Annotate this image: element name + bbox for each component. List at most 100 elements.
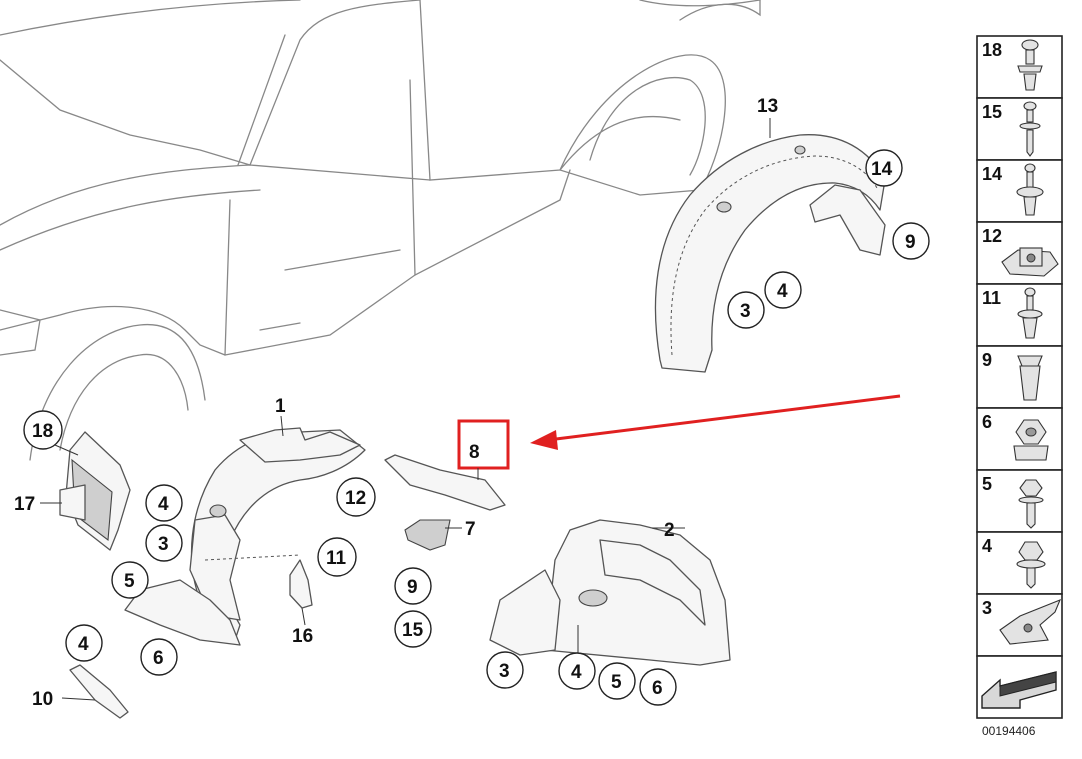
callout-12: 12 xyxy=(336,477,376,517)
legend-row: 15 xyxy=(976,97,1063,161)
legend-number: 6 xyxy=(982,412,992,432)
legend-number: 14 xyxy=(982,164,1002,184)
callout-circle xyxy=(727,291,765,329)
callout-label: 9 xyxy=(407,577,418,598)
callout-circle xyxy=(764,271,802,309)
callout-9-mid: 9 xyxy=(394,567,432,605)
callout-label: 12 xyxy=(345,488,366,509)
callout-label: 5 xyxy=(124,571,135,592)
callout-10: 10 xyxy=(32,689,53,710)
legend-row: 9 xyxy=(976,345,1063,409)
callout-label: 3 xyxy=(499,661,510,682)
callout-circle xyxy=(145,524,183,562)
callout-17: 17 xyxy=(14,494,35,515)
callout-4-inner: 4 xyxy=(558,652,596,690)
legend-number: 11 xyxy=(982,288,1001,308)
expanding-nut-icon xyxy=(1017,355,1043,401)
screw-washer-icon xyxy=(1019,101,1041,157)
legend-row: 18 xyxy=(976,35,1063,99)
push-rivet-icon xyxy=(1017,39,1043,91)
callout-label: 10 xyxy=(32,689,53,710)
callout-circle xyxy=(23,410,63,450)
clip-nut-icon xyxy=(999,599,1062,645)
hex-bolt-icon xyxy=(1018,479,1044,529)
legend-row: 6 xyxy=(976,407,1063,471)
car-outline xyxy=(0,0,761,461)
red-arrow xyxy=(530,394,901,450)
callout-label: 4 xyxy=(158,494,169,515)
hex-nut-icon xyxy=(1013,419,1049,461)
rear-wheel-arch-liner xyxy=(654,134,886,373)
bracket-part-8 xyxy=(384,454,506,551)
callout-label: 15 xyxy=(402,620,424,641)
callout-circle xyxy=(317,537,357,577)
callout-circle xyxy=(892,222,930,260)
callout-circle xyxy=(865,149,903,187)
callout-9-rear: 9 xyxy=(892,222,930,260)
callout-15: 15 xyxy=(394,610,432,648)
callout-circle xyxy=(598,662,636,700)
callout-label: 17 xyxy=(14,494,35,515)
callout-circle xyxy=(140,638,178,676)
callout-circle xyxy=(486,651,524,689)
callout-label: 7 xyxy=(465,519,476,540)
callout-circle xyxy=(394,610,432,648)
callout-label: 2 xyxy=(664,520,675,541)
callout-14: 14 xyxy=(865,149,903,187)
callout-circle xyxy=(336,477,376,517)
legend-number: 12 xyxy=(982,226,1002,246)
callout-circle xyxy=(65,624,103,662)
plastic-rivet-icon xyxy=(1017,287,1043,339)
callout-6-inner: 6 xyxy=(639,668,677,706)
callout-label: 14 xyxy=(871,159,893,180)
callout-1: 1 xyxy=(275,396,286,417)
callout-label: 6 xyxy=(652,678,663,699)
callout-4-front: 4 xyxy=(145,484,183,522)
callout-4-rear: 4 xyxy=(764,271,802,309)
bracket-part xyxy=(61,664,129,719)
callout-label: 16 xyxy=(292,626,313,647)
callout-label: 5 xyxy=(611,672,622,693)
legend-number: 3 xyxy=(982,598,992,618)
diagram-code: 00194406 xyxy=(982,724,1036,738)
arrow-icon xyxy=(981,671,1057,709)
callout-2: 2 xyxy=(664,520,675,541)
callout-label: 4 xyxy=(777,281,788,302)
legend-number: 18 xyxy=(982,40,1002,60)
callout-label: 6 xyxy=(153,648,164,669)
callout-18: 18 xyxy=(23,410,63,450)
callout-label: 3 xyxy=(158,534,169,555)
legend-row: 4 xyxy=(976,531,1063,595)
callout-5-front: 5 xyxy=(111,561,149,599)
fastener-legend: 18 15 14 xyxy=(976,35,1063,738)
callout-6-front: 6 xyxy=(140,638,178,676)
callout-label: 8 xyxy=(469,442,480,463)
callout-label: 4 xyxy=(78,634,89,655)
callout-5-inner: 5 xyxy=(598,662,636,700)
grommet-panel xyxy=(289,559,313,626)
callout-3-rear: 3 xyxy=(727,291,765,329)
legend-row: 5 xyxy=(976,469,1063,533)
legend-number: 9 xyxy=(982,350,992,370)
legend-row: 14 xyxy=(976,159,1063,223)
callout-label: 4 xyxy=(571,662,582,683)
callout-circle xyxy=(558,652,596,690)
collar-screw-icon xyxy=(1016,541,1046,589)
legend-number: 15 xyxy=(982,102,1002,122)
callout-4-bracket: 4 xyxy=(65,624,103,662)
callout-8-highlight: 8 xyxy=(457,419,510,480)
legend-row: 11 xyxy=(976,283,1063,347)
callout-3-front: 3 xyxy=(145,524,183,562)
legend-row xyxy=(976,655,1063,719)
callout-3-inner: 3 xyxy=(486,651,524,689)
spring-nut-icon xyxy=(1001,247,1059,277)
callout-circle xyxy=(394,567,432,605)
legend-number: 4 xyxy=(982,536,992,556)
callout-label: 1 xyxy=(275,396,286,417)
air-duct-grille xyxy=(47,431,131,551)
callout-13: 13 xyxy=(757,96,778,117)
callout-label: 13 xyxy=(757,96,778,117)
callout-label: 11 xyxy=(326,548,347,569)
callout-7: 7 xyxy=(465,519,476,540)
